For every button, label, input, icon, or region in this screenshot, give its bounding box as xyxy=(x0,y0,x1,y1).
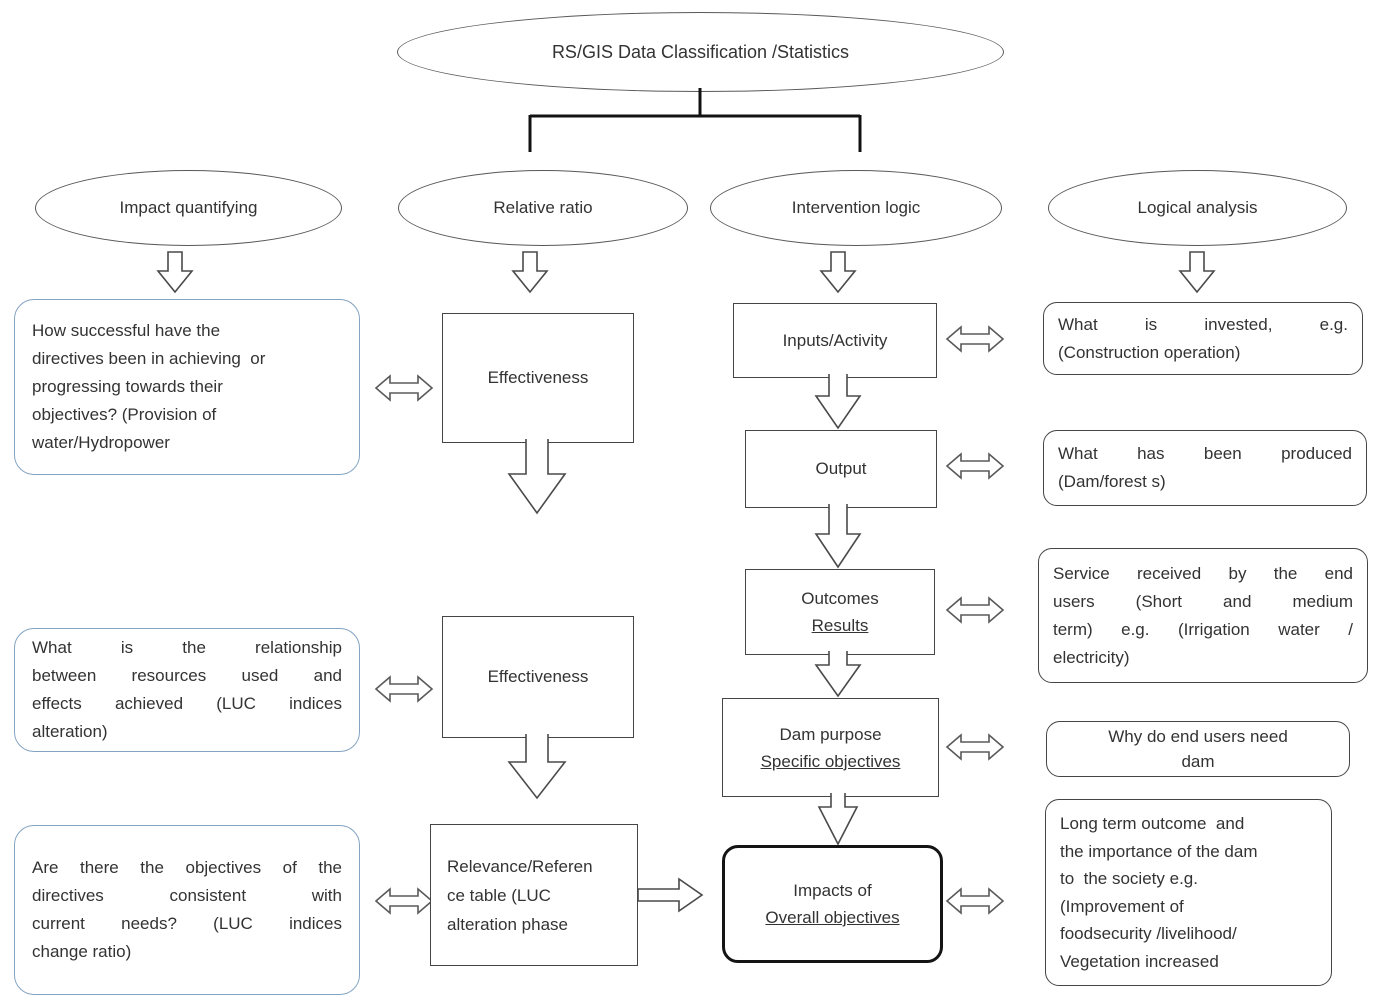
branch-label: Relative ratio xyxy=(493,198,593,217)
down-arrow-icon xyxy=(511,251,549,294)
outcomes-box: Outcomes Results xyxy=(745,569,935,655)
down-arrow-icon xyxy=(819,251,857,294)
root-label: RS/GIS Data Classification /Statistics xyxy=(551,41,850,62)
down-arrow-icon xyxy=(814,504,862,569)
effectiveness-label: Effectiveness xyxy=(487,667,589,686)
down-arrow-icon xyxy=(814,374,862,430)
impacts-label: Impacts of xyxy=(793,881,872,900)
double-arrow-icon xyxy=(945,733,1005,761)
down-arrow-icon xyxy=(507,439,567,515)
branch-label: Impact quantifying xyxy=(119,198,258,217)
double-arrow-icon xyxy=(945,596,1005,624)
branch-ellipse-impact: Impact quantifying xyxy=(35,170,342,246)
branch-label: Intervention logic xyxy=(791,198,921,217)
down-arrow-icon xyxy=(817,793,859,846)
down-arrow-icon xyxy=(1178,251,1216,294)
double-arrow-icon xyxy=(945,325,1005,353)
double-arrow-icon xyxy=(374,675,434,703)
double-arrow-icon xyxy=(945,887,1005,915)
effectiveness-box-2: Effectiveness xyxy=(442,616,634,738)
overall-objectives-label: Overall objectives xyxy=(765,908,900,927)
dam-purpose-label: Dam purpose xyxy=(779,724,882,744)
double-arrow-icon xyxy=(945,452,1005,480)
connector-bracket xyxy=(528,88,862,152)
invested-box: What is invested, e.g.(Construction oper… xyxy=(1043,302,1363,375)
root-ellipse: RS/GIS Data Classification /Statistics xyxy=(397,12,1004,92)
branch-ellipse-logical: Logical analysis xyxy=(1048,170,1347,246)
results-label: Results xyxy=(811,616,869,635)
branch-label: Logical analysis xyxy=(1137,198,1258,217)
specific-objectives-label: Specific objectives xyxy=(760,751,901,771)
right-arrow-icon xyxy=(637,877,704,913)
output-label: Output xyxy=(815,459,867,478)
outcomes-label: Outcomes xyxy=(801,589,879,608)
down-arrow-icon xyxy=(814,651,862,698)
effectiveness-label: Effectiveness xyxy=(487,368,589,387)
effectiveness-box-1: Effectiveness xyxy=(442,313,634,443)
impacts-box: Impacts of Overall objectives xyxy=(722,845,943,963)
double-arrow-icon xyxy=(374,374,434,402)
output-box: Output xyxy=(745,430,937,508)
inputs-activity-label: Inputs/Activity xyxy=(782,330,888,350)
double-arrow-icon xyxy=(374,887,434,915)
inputs-activity-box: Inputs/Activity xyxy=(733,303,937,378)
dam-purpose-box: Dam purpose Specific objectives xyxy=(722,698,939,797)
produced-box: What has been produced(Dam/forest s) xyxy=(1043,430,1367,506)
branch-ellipse-relative: Relative ratio xyxy=(398,170,688,246)
down-arrow-icon xyxy=(156,251,194,294)
branch-ellipse-intervention: Intervention logic xyxy=(710,170,1002,246)
down-arrow-icon xyxy=(507,734,567,800)
